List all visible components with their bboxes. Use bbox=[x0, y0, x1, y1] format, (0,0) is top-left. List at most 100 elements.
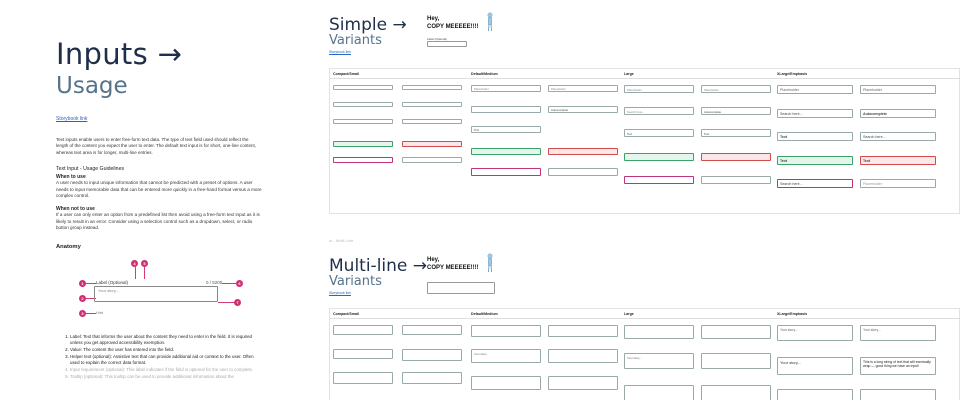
textarea[interactable] bbox=[548, 376, 618, 390]
anatomy-pin: 4 bbox=[131, 259, 138, 267]
field-placeholder: Placeholder bbox=[863, 182, 882, 186]
column-header: XLarge/Emphasis bbox=[777, 312, 808, 316]
text-field-success[interactable] bbox=[333, 141, 393, 147]
text-field-disabled[interactable] bbox=[701, 176, 771, 184]
textarea[interactable] bbox=[860, 325, 936, 341]
textarea[interactable] bbox=[624, 385, 694, 400]
textarea-placeholder: Your story... bbox=[780, 360, 801, 365]
column-header: Compact/Small bbox=[333, 72, 359, 76]
intro-text: Text inputs enable users to enter free-f… bbox=[56, 137, 257, 155]
field-value: Text bbox=[704, 132, 710, 136]
hey-text: Hey, bbox=[427, 16, 440, 22]
search-placeholder: Search here... bbox=[627, 110, 645, 114]
select-field[interactable] bbox=[701, 129, 771, 137]
textarea[interactable] bbox=[471, 325, 541, 337]
search-field[interactable] bbox=[624, 107, 694, 115]
section-caption: ut - Multi-Line bbox=[329, 238, 354, 243]
text-field[interactable] bbox=[860, 109, 936, 118]
textarea[interactable] bbox=[701, 325, 771, 339]
textarea[interactable] bbox=[860, 389, 936, 400]
column-header: Default/Medium bbox=[471, 72, 498, 76]
text-field[interactable] bbox=[402, 102, 462, 107]
textarea[interactable] bbox=[701, 385, 771, 400]
textarea[interactable] bbox=[333, 349, 393, 359]
textarea[interactable] bbox=[777, 357, 853, 375]
text-field[interactable] bbox=[333, 119, 393, 124]
text-field-success[interactable] bbox=[777, 156, 853, 165]
text-field[interactable] bbox=[548, 106, 618, 113]
text-field[interactable] bbox=[471, 85, 541, 92]
field-value: Text bbox=[780, 135, 788, 139]
text-field[interactable] bbox=[701, 107, 771, 115]
textarea-placeholder: Your story... bbox=[780, 328, 798, 332]
search-field[interactable] bbox=[860, 132, 936, 141]
text-field-success[interactable] bbox=[624, 153, 694, 161]
text-field[interactable] bbox=[548, 85, 618, 92]
divider bbox=[330, 78, 960, 79]
textarea-placeholder: Your story... bbox=[627, 356, 642, 360]
textarea[interactable] bbox=[777, 325, 853, 341]
column-header: Compact/Small bbox=[333, 312, 359, 316]
text-field[interactable] bbox=[624, 85, 694, 93]
multi-storybook-link[interactable]: Storybook link bbox=[329, 291, 351, 295]
page-subtitle: Usage bbox=[56, 73, 128, 99]
textarea[interactable] bbox=[402, 325, 462, 335]
text-field-focused[interactable] bbox=[471, 168, 541, 176]
textarea[interactable] bbox=[777, 389, 853, 400]
text-field[interactable] bbox=[777, 85, 853, 94]
textarea[interactable] bbox=[701, 353, 771, 369]
textarea[interactable] bbox=[471, 349, 541, 363]
select-field[interactable] bbox=[777, 132, 853, 141]
textarea[interactable] bbox=[624, 325, 694, 339]
anatomy-connector bbox=[218, 301, 234, 303]
textarea[interactable] bbox=[471, 376, 541, 390]
anatomy-helper: Hint bbox=[96, 309, 104, 315]
text-field[interactable] bbox=[402, 157, 462, 163]
textarea-placeholder: Your story... bbox=[474, 352, 489, 356]
textarea[interactable] bbox=[624, 353, 694, 369]
textarea[interactable] bbox=[333, 372, 393, 384]
simple-storybook-link[interactable]: Storybook link bbox=[329, 50, 351, 54]
preview-input[interactable] bbox=[427, 41, 467, 47]
text-field[interactable] bbox=[860, 85, 936, 94]
search-field[interactable] bbox=[777, 109, 853, 118]
storybook-link[interactable]: Storybook link bbox=[56, 116, 88, 122]
text-field-success[interactable] bbox=[471, 148, 541, 155]
textarea[interactable] bbox=[548, 325, 618, 337]
text-field[interactable] bbox=[333, 85, 393, 90]
search-placeholder: Search here... bbox=[863, 135, 886, 139]
text-field-error[interactable] bbox=[402, 141, 462, 147]
text-field-focused[interactable] bbox=[624, 176, 694, 184]
search-field-focused[interactable] bbox=[777, 179, 853, 188]
anatomy-list: Label: Text that informs the user about … bbox=[56, 334, 262, 380]
list-item: Helper text (optional): Assistive text t… bbox=[70, 354, 262, 366]
field-value: Text bbox=[780, 159, 788, 163]
when-to-use-title: When to use bbox=[56, 174, 86, 181]
field-placeholder: Placeholder bbox=[551, 87, 566, 91]
column-header: Large bbox=[624, 312, 634, 316]
text-field[interactable] bbox=[471, 106, 541, 113]
text-field[interactable] bbox=[402, 119, 462, 124]
text-field[interactable] bbox=[402, 85, 462, 90]
select-field[interactable] bbox=[471, 126, 541, 133]
preview-textarea[interactable] bbox=[427, 282, 495, 294]
textarea[interactable] bbox=[548, 349, 618, 363]
anatomy-pin: 1 bbox=[79, 279, 86, 287]
list-item: Label: Text that informs the user about … bbox=[70, 334, 262, 346]
text-field-error[interactable] bbox=[860, 156, 936, 165]
select-field[interactable] bbox=[624, 129, 694, 137]
textarea[interactable] bbox=[402, 372, 462, 384]
text-field-focused[interactable] bbox=[333, 157, 393, 163]
text-field-error[interactable] bbox=[548, 148, 618, 155]
text-field-disabled[interactable] bbox=[860, 179, 936, 188]
textarea[interactable] bbox=[860, 357, 936, 375]
hey-text: Hey, bbox=[427, 257, 440, 263]
text-field-error[interactable] bbox=[701, 153, 771, 161]
text-field-disabled[interactable] bbox=[548, 168, 618, 176]
textarea[interactable] bbox=[333, 325, 393, 335]
when-not-title: When not to use bbox=[56, 206, 95, 213]
textarea[interactable] bbox=[402, 349, 462, 361]
text-field[interactable] bbox=[333, 102, 393, 107]
when-not-text: If a user can only enter an option from … bbox=[56, 212, 260, 231]
text-field[interactable] bbox=[701, 85, 771, 93]
